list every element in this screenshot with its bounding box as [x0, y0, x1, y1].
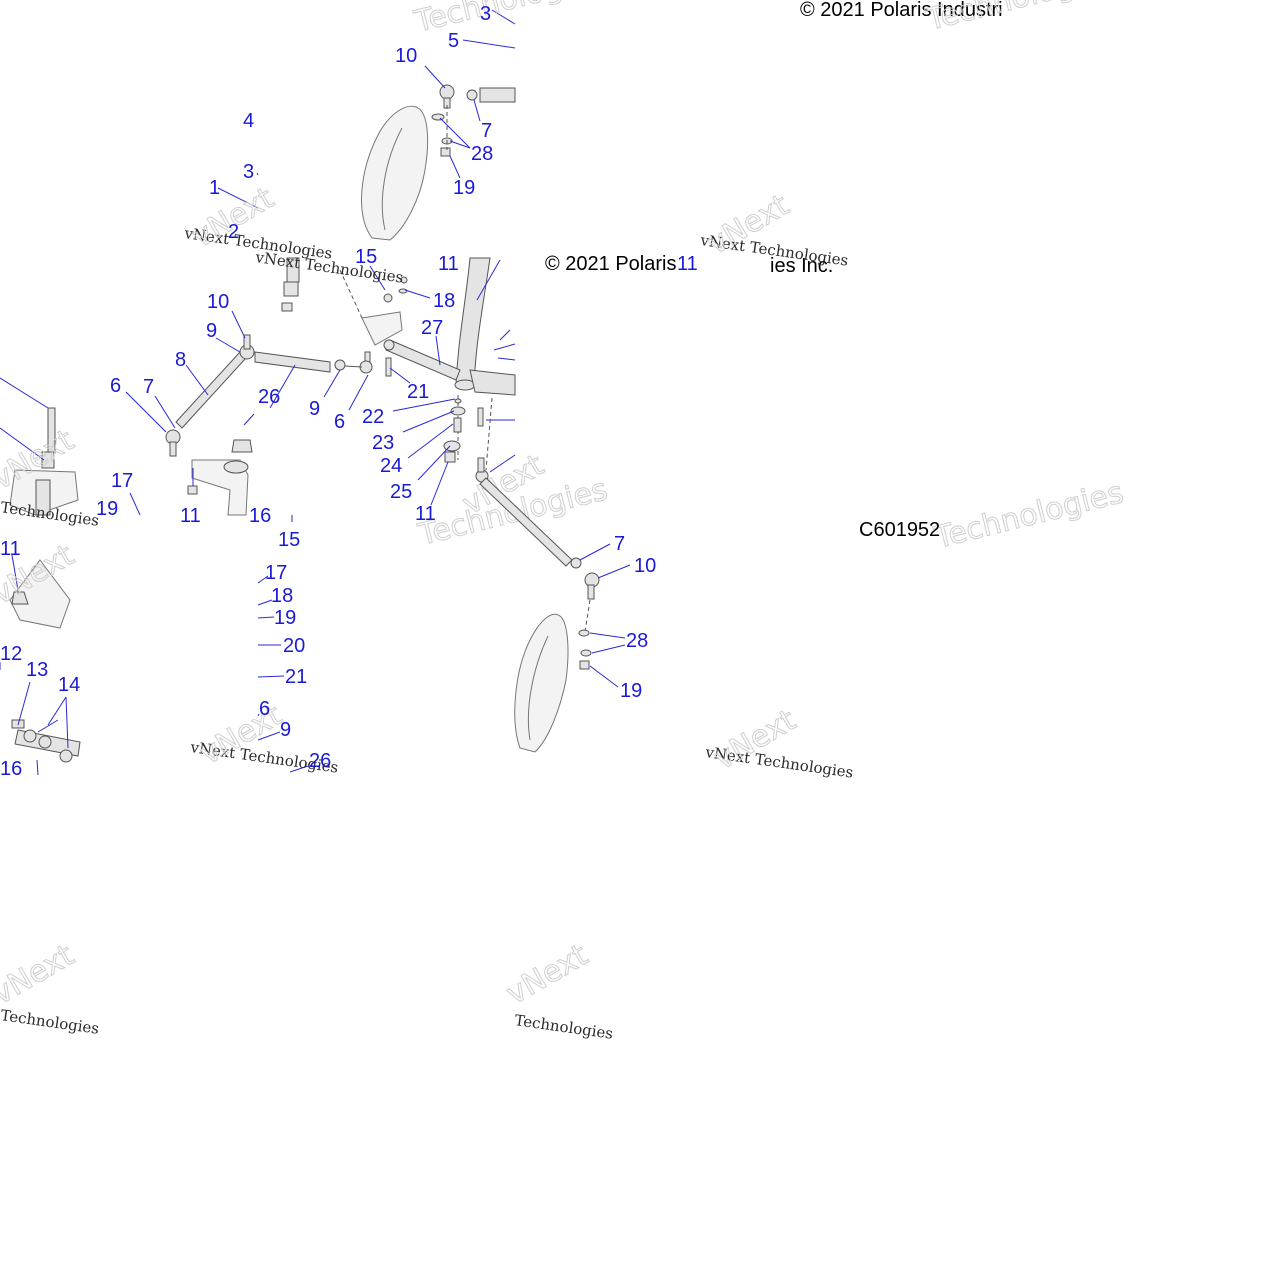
- callout-11-mid[interactable]: 11: [438, 253, 459, 275]
- callout-18-low[interactable]: 18: [271, 585, 293, 607]
- tie-rod-upper: [254, 351, 331, 373]
- callout-12-low[interactable]: 12: [0, 643, 22, 665]
- callout-10-mid[interactable]: 10: [207, 291, 229, 313]
- callout-21-mid[interactable]: 21: [407, 381, 429, 403]
- callout-7-mid[interactable]: 7: [143, 376, 154, 398]
- callout-26-low[interactable]: 26: [309, 750, 331, 772]
- callout-28-top[interactable]: 28: [471, 143, 493, 165]
- callout-27-mid[interactable]: 27: [421, 317, 443, 339]
- callout-3-top-left[interactable]: 3: [243, 161, 254, 183]
- callout-19-low-right[interactable]: 19: [620, 680, 642, 702]
- callout-8-mid[interactable]: 8: [175, 349, 186, 371]
- callout-11-mid-right[interactable]: 11: [677, 253, 698, 275]
- callout-26-mid[interactable]: 26: [258, 386, 280, 408]
- watermark-vnext-bottom-left: vNext: [0, 938, 80, 1012]
- tile-middle-left: vNext Technologies vNext Technologies Te…: [0, 187, 850, 554]
- callout-10-top[interactable]: 10: [395, 45, 417, 67]
- callout-9-mid-right[interactable]: 9: [309, 398, 320, 420]
- callout-19-mid[interactable]: 19: [96, 498, 118, 520]
- watermark-technologies-right: Technologies: [922, 0, 1118, 38]
- callout-15-mid[interactable]: 15: [355, 246, 377, 268]
- callout-1-top[interactable]: 1: [209, 177, 220, 199]
- callout-15-low[interactable]: 15: [278, 529, 300, 551]
- tie-rod: [479, 87, 516, 103]
- callout-19-low[interactable]: 19: [274, 607, 296, 629]
- callout-11-mid-left[interactable]: 11: [180, 505, 201, 527]
- callout-5-top[interactable]: 5: [448, 30, 459, 52]
- callout-18-mid[interactable]: 18: [433, 290, 455, 312]
- callout-2-top[interactable]: 2: [228, 221, 239, 243]
- callout-7-low[interactable]: 7: [614, 533, 625, 555]
- callout-17-low[interactable]: 17: [265, 562, 287, 584]
- tie-rod-end: [439, 84, 455, 100]
- tile-bottom-fragments: vNext Technologies vNext Technologies: [0, 937, 614, 1043]
- callout-25-mid[interactable]: 25: [390, 481, 412, 503]
- watermark-technologies-bottom-left: Technologies: [0, 1006, 100, 1038]
- callout-11-low[interactable]: 11: [0, 538, 21, 560]
- callout-6-low[interactable]: 6: [259, 698, 270, 720]
- callout-19-top[interactable]: 19: [453, 177, 475, 199]
- callout-11-mid-lower[interactable]: 11: [415, 503, 436, 525]
- callout-17-mid[interactable]: 17: [111, 470, 133, 492]
- callout-9-mid[interactable]: 9: [206, 320, 217, 342]
- callout-16-low[interactable]: 16: [0, 758, 22, 780]
- callout-20-low[interactable]: 20: [283, 635, 305, 657]
- watermark-technologies-right-mid: Technologies: [930, 475, 1126, 556]
- figure-id: C601952: [859, 519, 940, 541]
- callout-23-mid[interactable]: 23: [372, 432, 394, 454]
- callout-16-mid[interactable]: 16: [249, 505, 271, 527]
- steering-knuckle: [361, 105, 429, 241]
- tile-lower: vNext vNext Technologies vNext vNext Tec…: [0, 475, 1127, 782]
- callout-3-top[interactable]: 3: [480, 3, 491, 25]
- callout-14-low[interactable]: 14: [58, 674, 80, 696]
- callout-4-top[interactable]: 4: [243, 110, 254, 132]
- pitman-arm: [385, 339, 461, 381]
- callout-22-mid[interactable]: 22: [362, 406, 384, 428]
- callout-10-low[interactable]: 10: [634, 555, 656, 577]
- callout-21-low[interactable]: 21: [285, 666, 307, 688]
- tile-top-left: Technologies vNext Technologies vNext 3 …: [182, 0, 1119, 263]
- watermark-technologies-bottom-mid: Technologies: [513, 1011, 614, 1043]
- callout-28-low[interactable]: 28: [626, 630, 648, 652]
- tie-rod-right: [479, 477, 573, 567]
- steering-knuckle-right: [514, 613, 569, 753]
- callout-6-mid[interactable]: 6: [110, 375, 121, 397]
- copyright-notice-mid: © 2021 Polaris: [545, 253, 676, 275]
- callout-9-low[interactable]: 9: [280, 719, 291, 741]
- copyright-notice-mid-tail: ies Inc.: [770, 255, 833, 277]
- tie-rod-lower: [175, 351, 247, 429]
- callout-24-mid[interactable]: 24: [380, 455, 402, 477]
- copyright-notice: © 2021 Polaris Industri: [800, 0, 1003, 21]
- callout-7-top[interactable]: 7: [481, 120, 492, 142]
- callout-13-low[interactable]: 13: [26, 659, 48, 681]
- steering-column: [455, 257, 491, 386]
- watermark-vnext-bottom-mid: vNext: [501, 938, 595, 1012]
- callout-6-mid-right[interactable]: 6: [334, 411, 345, 433]
